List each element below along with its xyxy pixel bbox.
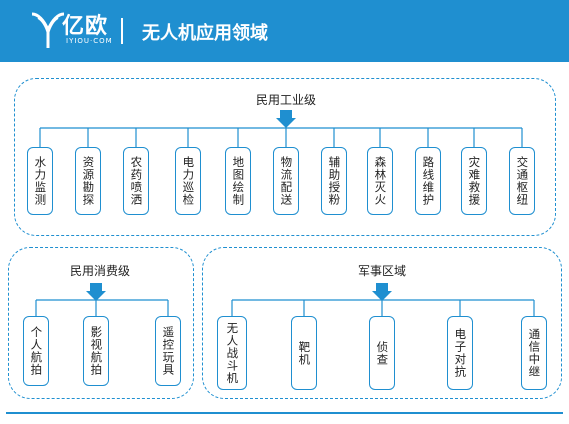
military-group-title: 军事区域 (357, 264, 406, 278)
consumer-arrow-icon (86, 283, 106, 301)
industrial-item: 水力监测 (27, 147, 53, 215)
industrial-item: 灾难救援 (461, 147, 487, 215)
logo-icon (31, 12, 65, 48)
consumer-group (8, 247, 194, 399)
military-arrow-icon (372, 283, 392, 301)
industrial-item: 交通枢纽 (509, 147, 535, 215)
industrial-item: 辅助授粉 (321, 147, 347, 215)
industrial-item: 电力巡检 (175, 147, 201, 215)
header-bar: 亿欧 IYIOU·COM 无人机应用领域 (0, 0, 569, 62)
military-item: 电子对抗 (447, 316, 473, 390)
military-item: 侦查 (369, 316, 395, 390)
header-divider (121, 18, 123, 44)
page-title: 无人机应用领域 (142, 23, 268, 44)
industrial-arrow-icon (276, 110, 296, 128)
industrial-item: 地图绘制 (225, 147, 251, 215)
industrial-item: 物流配送 (273, 147, 299, 215)
consumer-group-title: 民用消费级 (69, 264, 130, 278)
military-item: 靶机 (291, 316, 317, 390)
footer-divider (6, 412, 563, 414)
industrial-group-title: 民用工业级 (255, 93, 316, 107)
consumer-item: 遥控玩具 (155, 316, 181, 386)
industrial-item: 资源勘探 (75, 147, 101, 215)
consumer-item: 个人航拍 (23, 316, 49, 386)
industrial-item: 农药喷洒 (123, 147, 149, 215)
industrial-item: 森林灭火 (367, 147, 393, 215)
logo-text: 亿欧 (62, 14, 109, 39)
military-item: 无人战斗机 (217, 316, 247, 390)
industrial-group (14, 78, 556, 236)
logo-subtext: IYIOU·COM (66, 37, 113, 45)
military-item: 通信中继 (521, 316, 547, 390)
military-group (202, 247, 562, 399)
industrial-item: 路线维护 (415, 147, 441, 215)
consumer-item: 影视航拍 (83, 316, 109, 386)
